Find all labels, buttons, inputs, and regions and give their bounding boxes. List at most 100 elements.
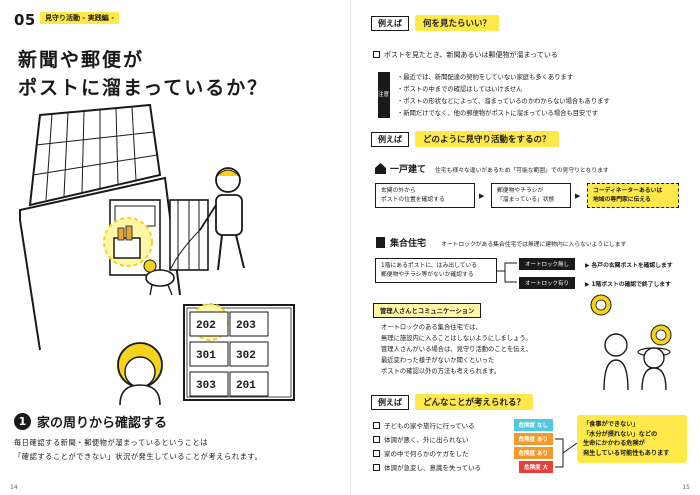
risk-item-text: 家の中で何らかのケガをした bbox=[384, 450, 469, 458]
page-title-line2: ポストに溜まっているか？ bbox=[18, 77, 269, 99]
branch1-tag: オートロック無し bbox=[519, 258, 576, 270]
step-number-badge: 1 bbox=[14, 413, 31, 430]
step-title: 家の周りから確認する bbox=[37, 416, 168, 431]
page-number-left: 14 bbox=[10, 484, 18, 491]
house-step1-box: 玄関の外から ポストの位置を確認する bbox=[375, 183, 475, 209]
manager-line: 管理人さんがいる場合は、見守り活動のことを伝え、 bbox=[381, 346, 533, 353]
mailbox-slot bbox=[189, 341, 229, 367]
risk-item-text: 体調が悪く、外に出られない bbox=[384, 436, 469, 444]
manager-line: 無理に施設内に入ることはしないようにしましょう。 bbox=[381, 335, 532, 342]
risk-badge: 危険度 大 bbox=[519, 461, 553, 473]
mailbox-slot bbox=[229, 341, 269, 367]
apartment-description: オートロックがある集合住宅では無理に建物内に入らないようにします bbox=[441, 242, 627, 248]
bracket-connector bbox=[555, 438, 577, 468]
branch2-text: ▶ 1階ポストの確認で終了します bbox=[585, 282, 671, 288]
checkbox-icon bbox=[373, 51, 380, 58]
risk-item-label: 家の中で何らかのケガをした bbox=[373, 448, 469, 458]
mailbox-number: 201 bbox=[236, 380, 256, 392]
note-tag: 注意 bbox=[378, 72, 390, 118]
body-text-line1: 毎日確認する新聞・郵便物が溜まっているということは bbox=[14, 438, 209, 447]
note-item: ・ポストの形状などによって、溜まっているのかわからない場合もあります bbox=[397, 98, 610, 105]
apartment-heading: 集合住宅 bbox=[375, 236, 426, 249]
risk-row: 体調が急変し、意識を失っている 危険度 大 bbox=[373, 460, 553, 474]
example1-heading: 例えば 何を見たらいい？ bbox=[371, 15, 500, 31]
mailbox-slot bbox=[189, 371, 229, 397]
mailbox-number: 203 bbox=[236, 320, 256, 332]
conversation-illustration bbox=[590, 294, 672, 390]
manager-line: 最近変わった様子がないか聞くといった bbox=[381, 357, 495, 364]
risk-item-text: 体調が急変し、意識を失っている bbox=[384, 464, 482, 472]
risk-badge: 危険度 あり bbox=[513, 447, 553, 459]
house-icon bbox=[375, 163, 386, 174]
callout-line2: 「水分が摂れない」などの bbox=[583, 430, 658, 438]
risk-badge: 危険度 あり bbox=[513, 433, 553, 445]
house-label: 一戸建て bbox=[390, 165, 427, 175]
callout-line1: 「食事ができない」 bbox=[583, 421, 639, 428]
body-text-line2: 「確認することができない」状況が発生していることが考えられます。 bbox=[14, 452, 263, 461]
house-heading: 一戸建て bbox=[375, 162, 426, 175]
branch1-text: ▶ 各戸の玄関ポストを確認します bbox=[585, 263, 673, 269]
house-step2-line1: 郵便物やチラシが bbox=[497, 188, 544, 194]
apartment-box-line2: 郵便物やチラシ等がないか確認する bbox=[381, 271, 474, 278]
house-step1-line1: 玄関の外から bbox=[381, 188, 416, 194]
risk-badge: 危険度 なし bbox=[513, 419, 553, 431]
arrow-icon: ▶ bbox=[479, 192, 485, 200]
branch2-tag: オートロック有り bbox=[519, 277, 576, 289]
step-heading: 1 家の周りから確認する bbox=[14, 412, 167, 431]
example1-tag: 例えば bbox=[371, 15, 409, 31]
example1-check-text: ポストを見たとき、新聞あるいは郵便物が溜まっている bbox=[384, 51, 558, 59]
page-number-right: 15 bbox=[682, 484, 690, 491]
example2-heading: 例えば どのように見守り活動をするの？ bbox=[371, 131, 559, 147]
section-label: 見守り活動 - 実践編 - bbox=[40, 12, 120, 24]
notes-list: ・最近では、新聞配達の契約をしていない家庭も多くあります ・ポストの中までの確認… bbox=[397, 72, 610, 117]
right-page: 例えば 何を見たらいい？ ポストを見たとき、新聞あるいは郵便物が溜まっている 注… bbox=[350, 0, 700, 495]
checkbox-icon bbox=[373, 450, 380, 457]
house-step2-line2: 「溜まっている」状態 bbox=[497, 196, 555, 203]
mailbox-slot bbox=[229, 311, 269, 337]
house-step3-line2: 地域の専門家に伝える bbox=[593, 196, 651, 203]
risk-item-label: 体調が悪く、外に出られない bbox=[373, 434, 469, 444]
example3-question: どんなことが考えられる？ bbox=[415, 394, 534, 410]
risk-row: 家の中で何らかのケガをした 危険度 あり bbox=[373, 446, 553, 460]
apartment-box-line1: 1階にあるポストに、はみ出している bbox=[381, 263, 478, 269]
left-page: 05 見守り活動 - 実践編 - 新聞や郵便が ポストに溜まっているか？ bbox=[10, 11, 295, 491]
mailbox-number: 301 bbox=[196, 350, 216, 362]
checkbox-icon bbox=[373, 436, 380, 443]
risk-list: 子どもの家や旅行に行っている 危険度 なし 体調が悪く、外に出られない 危険度 … bbox=[373, 418, 553, 474]
mailbox-number: 202 bbox=[196, 320, 216, 332]
manager-text: オートロックのある集合住宅では、 無理に施設内に入ることはしないようにしましょう… bbox=[381, 322, 532, 377]
mailbox-number: 303 bbox=[196, 380, 216, 392]
example1-check-item: ポストを見たとき、新聞あるいは郵便物が溜まっている bbox=[373, 50, 558, 60]
example3-tag: 例えば bbox=[371, 394, 409, 410]
risk-item-label: 体調が急変し、意識を失っている bbox=[373, 462, 481, 472]
risk-item-text: 子どもの家や旅行に行っている bbox=[384, 422, 475, 430]
apartment-label: 集合住宅 bbox=[390, 239, 427, 249]
manager-label: 管理人さんとコミュニケーション bbox=[373, 303, 482, 318]
section-number: 05 bbox=[14, 11, 36, 29]
building-icon bbox=[376, 237, 385, 248]
apartment-box: 1階にあるポストに、はみ出している 郵便物やチラシ等がないか確認する bbox=[375, 258, 497, 284]
callout-line3: 生命にかかわる危険が bbox=[583, 440, 645, 448]
mailbox-slot bbox=[229, 371, 269, 397]
house-step2-box: 郵便物やチラシが 「溜まっている」状態 bbox=[491, 183, 571, 209]
example2-question: どのように見守り活動をするの？ bbox=[415, 131, 559, 147]
note-item: ・最近では、新聞配達の契約をしていない家庭も多くあります bbox=[397, 74, 574, 81]
house-step1-line2: ポストの位置を確認する bbox=[381, 196, 445, 203]
branch1-text-value: 各戸の玄関ポストを確認します bbox=[591, 263, 673, 269]
note-item: ・新聞だけでなく、他の郵便物がポストに溜まっている場合も目安です bbox=[397, 110, 598, 117]
example1-question: 何を見たらいい？ bbox=[415, 15, 500, 31]
example2-tag: 例えば bbox=[371, 131, 409, 147]
manager-line: ポストの確認以外の方法も考えられます。 bbox=[381, 368, 501, 375]
page-title-line1: 新聞や郵便が bbox=[18, 49, 145, 71]
example3-heading: 例えば どんなことが考えられる？ bbox=[371, 394, 534, 410]
branch2-text-value: 1階ポストの確認で終了します bbox=[591, 282, 671, 288]
checkbox-icon bbox=[373, 464, 380, 471]
risk-row: 子どもの家や旅行に行っている 危険度 なし bbox=[373, 418, 553, 432]
checkbox-icon bbox=[373, 422, 380, 429]
risk-item-label: 子どもの家や旅行に行っている bbox=[373, 420, 475, 430]
house-description: 住宅も様々な違いがあるため「可能な範囲」での見守りとなります bbox=[435, 168, 609, 174]
danger-callout: 「食事ができない」 「水分が摂れない」などの 生命にかかわる危険が 発生している… bbox=[577, 415, 687, 464]
manager-line: オートロックのある集合住宅では、 bbox=[381, 324, 482, 331]
house-step3-box: コーディネーターあるいは 地域の専門家に伝える bbox=[587, 183, 679, 209]
